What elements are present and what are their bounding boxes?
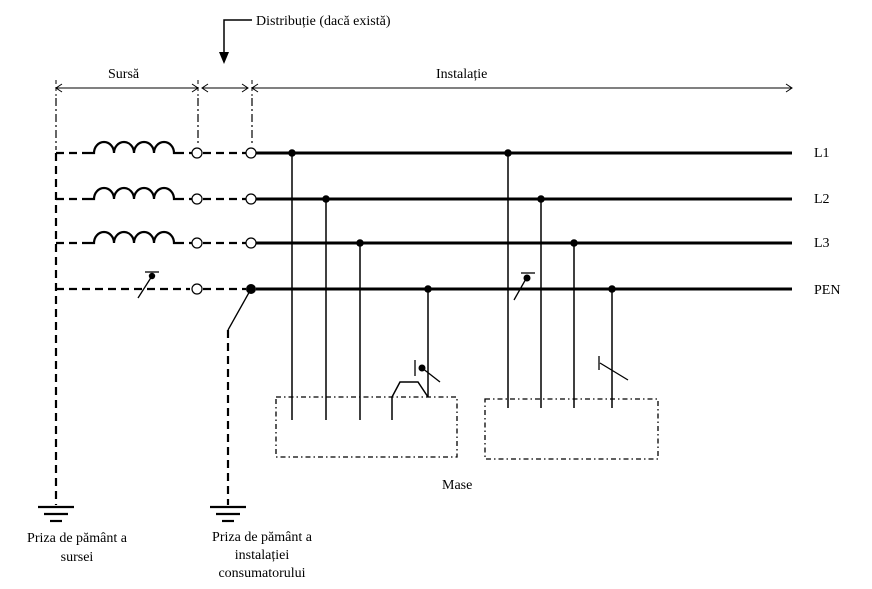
dimension-lines bbox=[55, 80, 793, 96]
inductor-coil-icon bbox=[90, 230, 176, 245]
installation-earth-dashed bbox=[226, 288, 252, 505]
installation-earth-label-line2: instalației bbox=[235, 548, 290, 563]
zone-separators bbox=[55, 98, 253, 150]
mass-enclosure-left bbox=[275, 396, 458, 458]
mass-enclosure-right bbox=[484, 398, 659, 460]
conductor-label-l2: L2 bbox=[814, 192, 830, 207]
conductor-label-pen: PEN bbox=[814, 283, 840, 298]
source-earth-label-line2: sursei bbox=[61, 550, 94, 565]
distribution-arrow bbox=[219, 19, 252, 64]
source-neutral-dashed bbox=[54, 151, 246, 505]
mass-label: Mase bbox=[442, 478, 472, 493]
bus-lines bbox=[256, 151, 792, 291]
installation-earth-label-line1: Priza de pământ a bbox=[212, 530, 313, 545]
switch-dot bbox=[148, 272, 156, 280]
switch-contact-icon bbox=[414, 360, 441, 383]
switch-dot bbox=[523, 274, 531, 282]
load-drops-right bbox=[507, 153, 613, 408]
switch-contact-icon bbox=[513, 272, 535, 301]
conductor-label-l3: L3 bbox=[814, 236, 830, 251]
installation-label: Instalație bbox=[436, 67, 487, 82]
terminal-circle-icon bbox=[191, 147, 257, 295]
conductor-label-l1: L1 bbox=[814, 146, 830, 161]
installation-earth-label-line3: consumatorului bbox=[218, 566, 305, 581]
switch-contact-icon bbox=[598, 356, 629, 381]
source-label: Sursă bbox=[108, 67, 140, 82]
load-drops-left bbox=[291, 153, 429, 420]
inductor-coil-icon bbox=[90, 140, 176, 155]
ground-symbol-icon bbox=[210, 505, 246, 523]
distribution-label: Distribuție (dacă există) bbox=[256, 14, 391, 29]
switch-dot bbox=[418, 364, 426, 372]
junction-dots-left bbox=[288, 149, 432, 293]
inductor-coil-icon bbox=[90, 186, 176, 201]
ground-symbol-icon bbox=[38, 505, 74, 523]
junction-dots-right bbox=[504, 149, 616, 293]
switch-contact-icon bbox=[137, 271, 159, 299]
source-earth-label-line1: Priza de pământ a bbox=[27, 531, 128, 546]
